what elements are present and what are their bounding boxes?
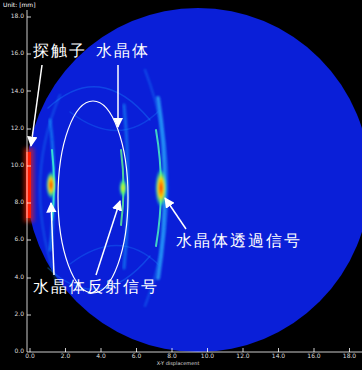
- tick-label: 2.0: [61, 353, 71, 360]
- tick-label: 12.0: [11, 125, 24, 132]
- tick-label: 4.0: [96, 353, 106, 360]
- wavefronts: [40, 70, 168, 306]
- tick-label: 8.0: [14, 199, 24, 206]
- callout-label: 探触子: [33, 42, 87, 60]
- probe: [24, 148, 34, 222]
- unit-note: Unit: [mm]: [3, 2, 36, 9]
- axes: [27, 10, 362, 352]
- tick-label: 6.0: [132, 353, 142, 360]
- tick-label: 12.0: [236, 353, 249, 360]
- axis-title: X-Y displacement: [157, 361, 200, 367]
- callout-label: 水晶体反射信号: [33, 278, 159, 296]
- tick-label: 14.0: [272, 353, 285, 360]
- tick-label: 4.0: [14, 274, 24, 281]
- tick-label: 8.0: [167, 353, 177, 360]
- crystal-outline: [58, 101, 128, 293]
- tick-label: 10.0: [201, 353, 214, 360]
- tick-label: 16.0: [307, 353, 320, 360]
- tick-label: 2.0: [14, 311, 24, 318]
- tick-label: 18.0: [343, 353, 356, 360]
- callout-label: 水晶体: [96, 42, 150, 60]
- tick-label: 18.0: [11, 13, 24, 20]
- tick-label: 14.0: [11, 88, 24, 95]
- tick-label: 16.0: [11, 50, 24, 57]
- signal-spots: [46, 168, 167, 208]
- tick-label: 10.0: [11, 162, 24, 169]
- medium-disc: [26, 8, 362, 352]
- callout-label: 水晶体透過信号: [176, 232, 302, 250]
- tick-label: 0.0: [25, 353, 35, 360]
- tick-label: 6.0: [14, 236, 24, 243]
- tick-label: 0.0: [14, 348, 24, 355]
- leader-arrows: [31, 65, 186, 275]
